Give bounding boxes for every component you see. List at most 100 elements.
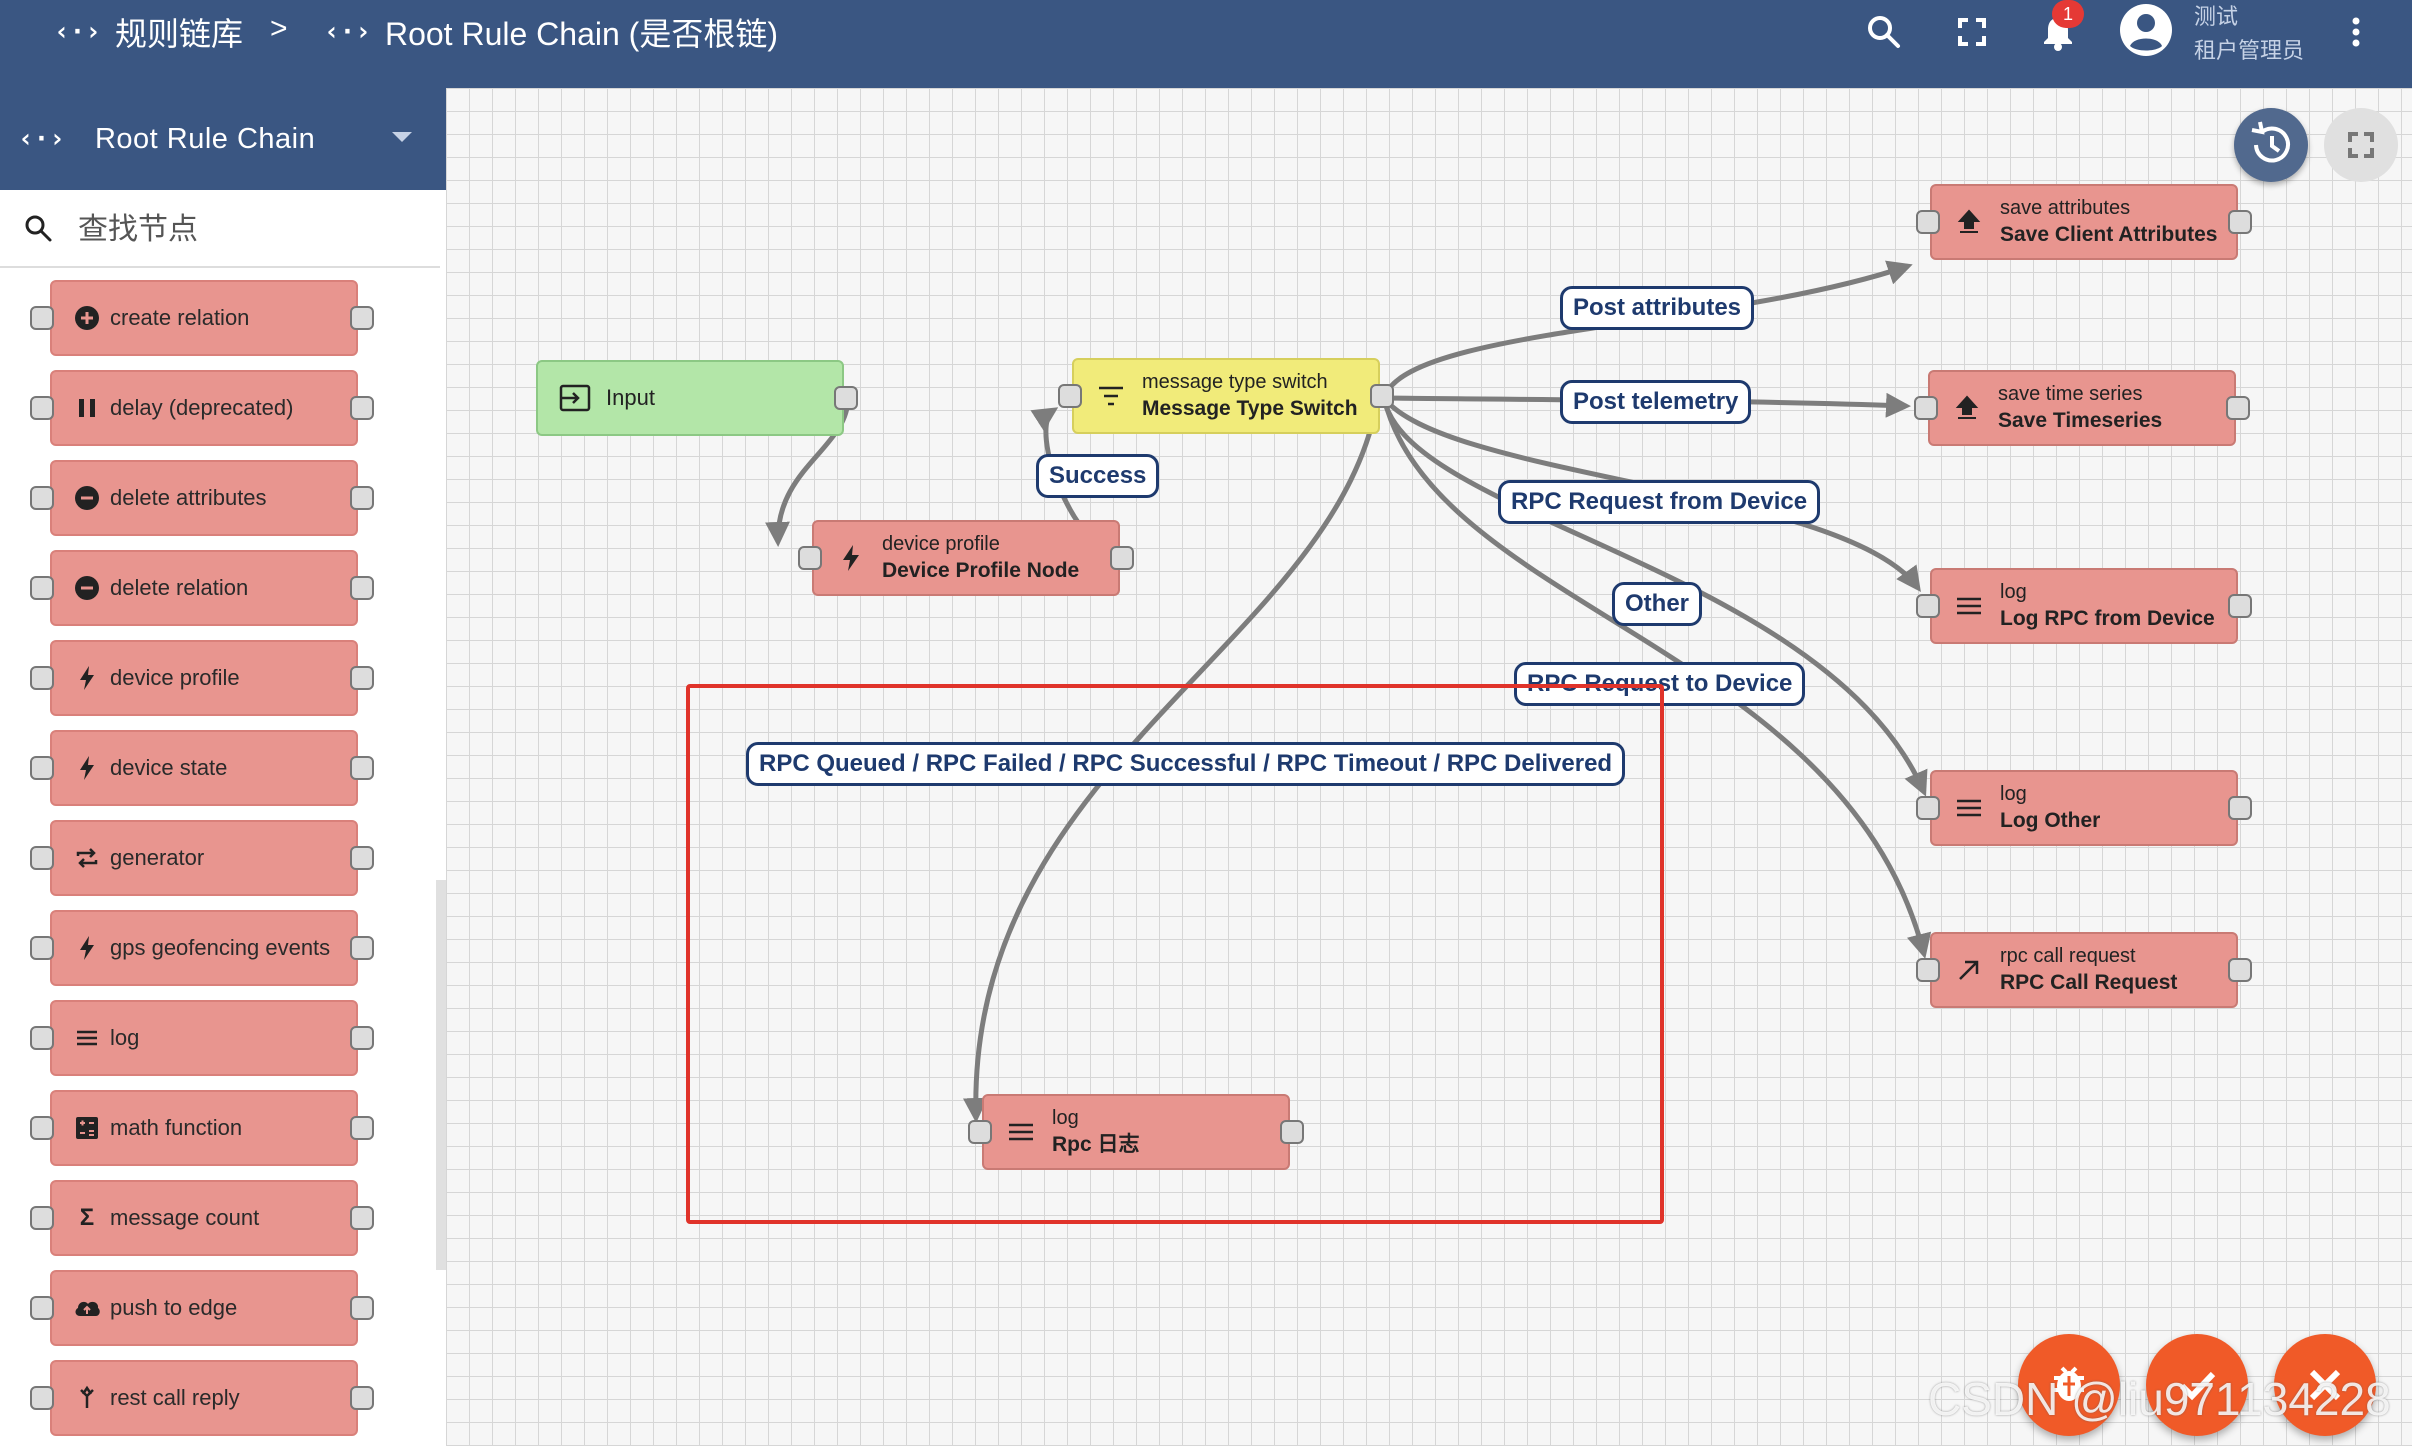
library-node-label: message count (110, 1205, 260, 1230)
library-node-message-count[interactable]: Σ message count (50, 1180, 358, 1256)
node-search (0, 190, 440, 268)
node-save-timeseries[interactable]: save time series Save Timeseries (1928, 370, 2236, 446)
library-node-device-state[interactable]: device state (50, 730, 358, 806)
library-port-in[interactable] (30, 576, 54, 600)
node-type: rpc call request (2000, 945, 2136, 967)
library-port-out[interactable] (350, 936, 374, 960)
node-input-port[interactable] (1916, 958, 1940, 982)
edge-label-post-attributes[interactable]: Post attributes (1560, 286, 1755, 330)
node-output-port[interactable] (2228, 796, 2252, 820)
debug-button[interactable] (2018, 1334, 2120, 1436)
library-node-gps-geofencing[interactable]: gps geofencing events (50, 910, 358, 986)
library-port-in[interactable] (30, 1206, 54, 1230)
library-port-out[interactable] (350, 756, 374, 780)
library-port-out[interactable] (350, 396, 374, 420)
cloud-upload-icon (72, 1293, 102, 1323)
library-node-delete-relation[interactable]: delete relation (50, 550, 358, 626)
library-port-in[interactable] (30, 1026, 54, 1050)
library-port-out[interactable] (350, 1206, 374, 1230)
edge-input-device-profile (764, 397, 851, 547)
rule-chain-canvas[interactable]: Input device profile Device Profile Node… (446, 88, 2412, 1446)
node-output-port[interactable] (834, 386, 858, 410)
library-node-delete-attributes[interactable]: delete attributes (50, 460, 358, 536)
library-port-in[interactable] (30, 1116, 54, 1140)
node-output-port[interactable] (1370, 384, 1394, 408)
chevron-down-icon (392, 132, 412, 142)
library-port-in[interactable] (30, 756, 54, 780)
edge-label-success[interactable]: Success (1036, 454, 1160, 498)
node-output-port[interactable] (2228, 210, 2252, 234)
upload-icon (1952, 208, 1986, 236)
apply-changes-button[interactable] (2146, 1334, 2248, 1436)
node-type: message type switch (1142, 371, 1328, 393)
library-port-out[interactable] (350, 1026, 374, 1050)
node-input-port[interactable] (1058, 384, 1082, 408)
rule-chain-selector[interactable]: ‹·› Root Rule Chain (0, 88, 446, 190)
library-port-in[interactable] (30, 936, 54, 960)
account-icon[interactable] (2118, 2, 2174, 58)
library-port-in[interactable] (30, 846, 54, 870)
node-message-type-switch[interactable]: message type switch Message Type Switch (1072, 358, 1380, 434)
node-save-attributes[interactable]: save attributes Save Client Attributes (1930, 184, 2238, 260)
user-info[interactable]: 测试 租户管理员 (2194, 0, 2304, 68)
sidebar-scrollbar[interactable] (436, 880, 446, 1270)
library-port-in[interactable] (30, 1386, 54, 1410)
library-port-in[interactable] (30, 306, 54, 330)
breadcrumb-root-label: 规则链库 (114, 16, 243, 52)
library-port-in[interactable] (30, 486, 54, 510)
library-node-delay[interactable]: delay (deprecated) (50, 370, 358, 446)
history-button[interactable] (2234, 108, 2308, 182)
search-icon[interactable] (1864, 12, 1904, 52)
library-node-push-to-edge[interactable]: push to edge (50, 1270, 358, 1346)
library-port-out[interactable] (350, 846, 374, 870)
list-icon (72, 1023, 102, 1053)
canvas-fullscreen-button[interactable] (2324, 108, 2398, 182)
library-node-device-profile[interactable]: device profile (50, 640, 358, 716)
library-port-out[interactable] (350, 1116, 374, 1140)
node-input-port[interactable] (1916, 796, 1940, 820)
library-node-log[interactable]: log (50, 1000, 358, 1076)
node-input-port[interactable] (798, 546, 822, 570)
library-node-math-function[interactable]: math function (50, 1090, 358, 1166)
node-rpc-call-request[interactable]: rpc call request RPC Call Request (1930, 932, 2238, 1008)
node-log-rpc-from-device[interactable]: log Log RPC from Device (1930, 568, 2238, 644)
node-search-input[interactable] (78, 208, 418, 252)
node-device-profile[interactable]: device profile Device Profile Node (812, 520, 1120, 596)
library-node-create-relation[interactable]: create relation (50, 280, 358, 356)
node-output-port[interactable] (2228, 958, 2252, 982)
fullscreen-icon[interactable] (1952, 12, 1992, 52)
node-input[interactable]: Input (536, 360, 844, 436)
node-output-port[interactable] (1110, 546, 1134, 570)
node-input-port[interactable] (1914, 396, 1938, 420)
discard-changes-button[interactable] (2274, 1334, 2376, 1436)
library-port-out[interactable] (350, 576, 374, 600)
breadcrumb-root[interactable]: ‹·› 规则链库 (54, 0, 243, 64)
add-circle-icon (72, 303, 102, 333)
node-input-port[interactable] (968, 1120, 992, 1144)
library-port-in[interactable] (30, 666, 54, 690)
node-library: create relation delay (deprecated) delet… (0, 190, 446, 1446)
edge-label-rpc-from-device[interactable]: RPC Request from Device (1498, 480, 1821, 524)
node-input-port[interactable] (1916, 594, 1940, 618)
library-port-out[interactable] (350, 306, 374, 330)
more-vert-icon[interactable] (2336, 12, 2376, 52)
library-node-rest-call-reply[interactable]: rest call reply (50, 1360, 358, 1436)
library-port-out[interactable] (350, 666, 374, 690)
library-node-generator[interactable]: generator (50, 820, 358, 896)
node-output-port[interactable] (2228, 594, 2252, 618)
node-output-port[interactable] (1280, 1120, 1304, 1144)
edge-label-other[interactable]: Other (1612, 582, 1703, 626)
library-port-in[interactable] (30, 1296, 54, 1320)
library-port-in[interactable] (30, 396, 54, 420)
node-output-port[interactable] (2226, 396, 2250, 420)
highlight-box (686, 684, 1664, 1224)
library-port-out[interactable] (350, 486, 374, 510)
library-port-out[interactable] (350, 1296, 374, 1320)
library-port-out[interactable] (350, 1386, 374, 1410)
edge-label-post-telemetry[interactable]: Post telemetry (1560, 380, 1752, 424)
bolt-icon (72, 753, 102, 783)
node-name: Log RPC from Device (2000, 607, 2215, 630)
node-input-port[interactable] (1916, 210, 1940, 234)
edge-label-rpc-events[interactable]: RPC Queued / RPC Failed / RPC Successful… (746, 742, 1626, 786)
node-log-other[interactable]: log Log Other (1930, 770, 2238, 846)
